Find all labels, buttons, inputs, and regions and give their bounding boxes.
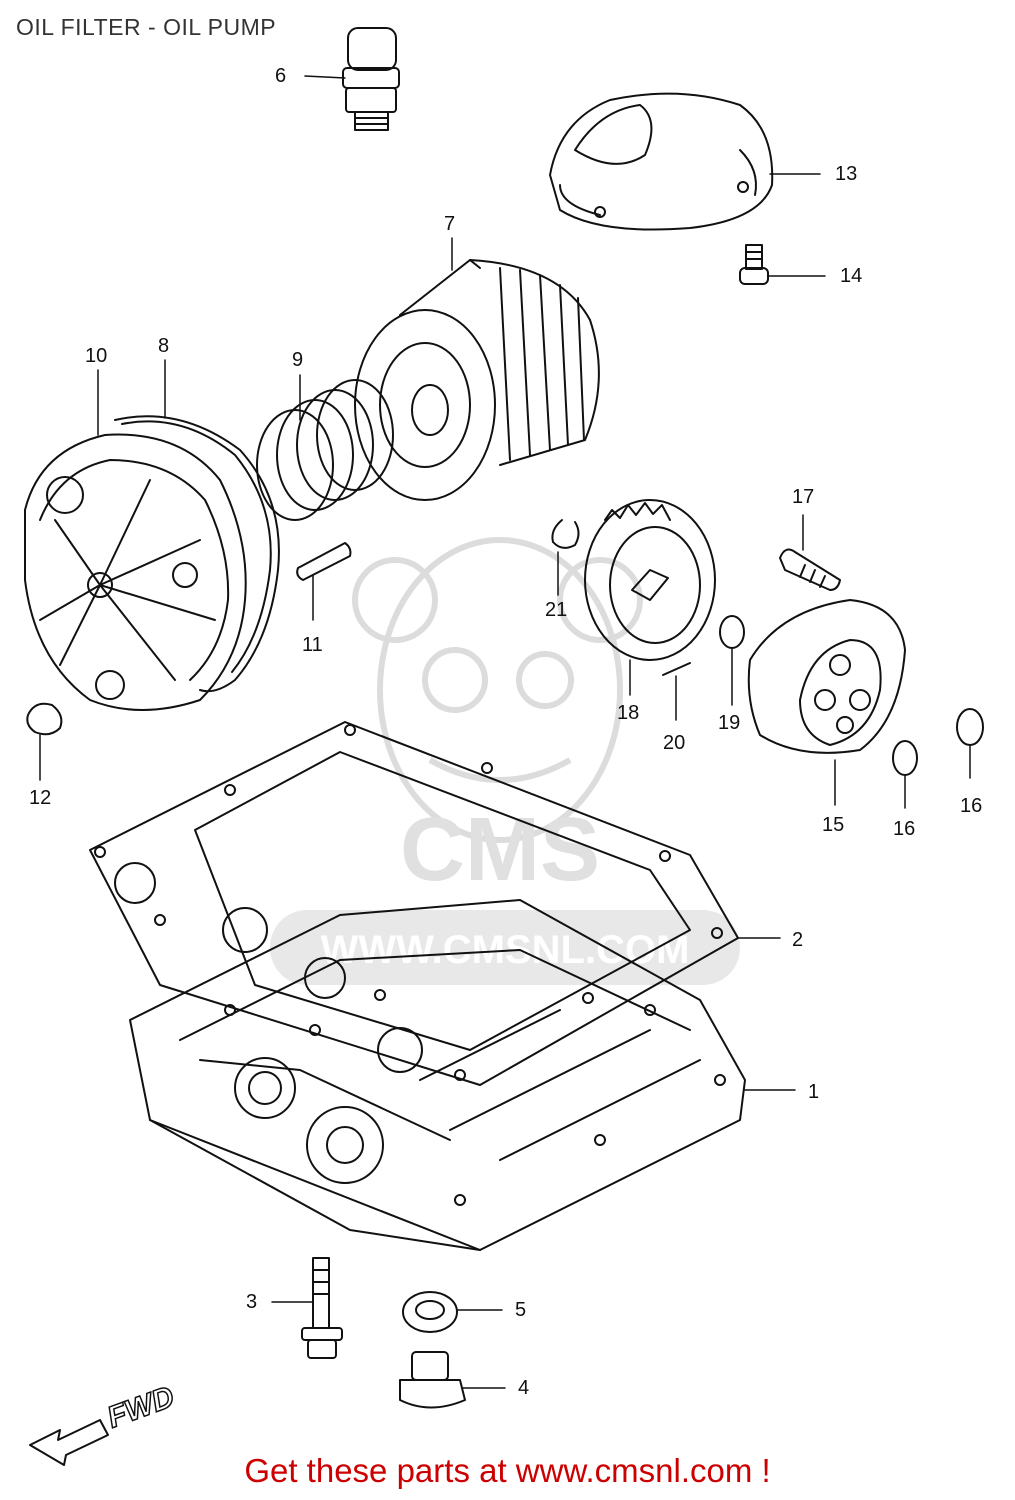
cta-banner: Get these parts at www.cmsnl.com ! [0, 1452, 1015, 1490]
part-13-cover [549, 92, 774, 231]
callout-18: 18 [617, 702, 640, 724]
callout-15: 15 [822, 814, 845, 836]
part-1-oil-pan [129, 899, 746, 1251]
part-9-spring [256, 379, 394, 521]
callout-19: 19 [718, 712, 741, 734]
part-14-bolt [739, 244, 769, 285]
fwd-label: FWD [103, 1380, 178, 1434]
cta-link[interactable]: Get these parts at www.cmsnl.com ! [244, 1452, 771, 1489]
part-12-cap [26, 702, 63, 736]
fwd-arrow-icon [29, 1419, 109, 1466]
part-18-pump-gear [584, 499, 716, 661]
callout-16-a: 16 [893, 818, 916, 840]
part-10-filter-cover [24, 433, 247, 711]
cms-watermark [270, 537, 740, 985]
part-20-pin [662, 662, 691, 676]
leader-lines [39, 75, 971, 1389]
part-6-filler-cap [342, 27, 400, 131]
callout-7: 7 [444, 213, 456, 235]
callout-8: 8 [158, 335, 170, 357]
part-16-oring-a [892, 740, 918, 776]
part-17-bolt [779, 548, 841, 591]
part-8-gasket [114, 415, 280, 693]
callout-10: 10 [85, 345, 108, 367]
callout-21: 21 [545, 599, 568, 621]
callout-14: 14 [840, 265, 863, 287]
callout-3: 3 [246, 1291, 258, 1313]
part-5-washer [402, 1291, 458, 1333]
callout-2: 2 [792, 929, 804, 951]
part-2-pan-gasket [89, 721, 739, 1086]
watermark-logo: CMS [400, 800, 600, 900]
callout-1: 1 [808, 1081, 820, 1103]
part-19-washer [719, 615, 745, 649]
part-3-bolt [301, 1257, 343, 1359]
callout-5: 5 [515, 1299, 527, 1321]
callout-17: 17 [792, 486, 815, 508]
callout-12: 12 [29, 787, 52, 809]
callout-4: 4 [518, 1377, 530, 1399]
callout-6: 6 [275, 65, 287, 87]
part-11-dowel-pin [296, 542, 352, 581]
part-15-oil-pump [747, 599, 906, 754]
diagram-title: OIL FILTER - OIL PUMP [16, 14, 277, 40]
callout-20: 20 [663, 732, 686, 754]
callout-11: 11 [302, 634, 323, 656]
part-16-oring-b [956, 708, 984, 746]
callout-16-b: 16 [960, 795, 983, 817]
part-7-oil-filter [354, 259, 600, 501]
callout-9: 9 [292, 349, 304, 371]
part-4-drain-plug [399, 1351, 466, 1409]
part-21-circlip [551, 519, 580, 549]
callout-13: 13 [835, 163, 858, 185]
